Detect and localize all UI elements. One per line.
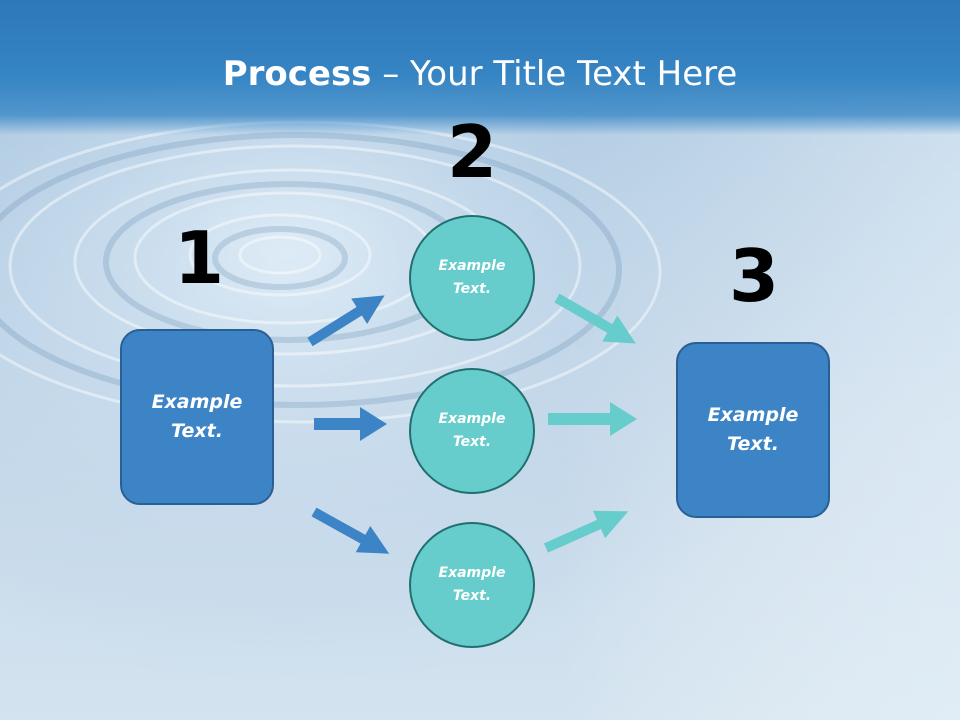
title-bold-part: Process <box>222 54 372 94</box>
step-number-3: 3 <box>728 234 780 318</box>
step-3-box: Example Text. <box>676 342 830 518</box>
arrow-to-top-circle <box>307 295 385 347</box>
step-2-circle-top: Example Text. <box>409 215 535 341</box>
title-rest-part: – Your Title Text Here <box>371 54 738 94</box>
arrow-from-middle-circle <box>548 402 637 436</box>
arrow-to-middle-circle <box>314 407 387 441</box>
step-2-circle-bottom: Example Text. <box>409 522 535 648</box>
arrow-from-top-circle <box>554 293 636 344</box>
arrow-from-bottom-circle <box>543 510 629 553</box>
arrow-to-bottom-circle <box>311 507 390 554</box>
step-number-2: 2 <box>446 110 498 194</box>
step-2-circle-middle: Example Text. <box>409 368 535 494</box>
step-1-box: Example Text. <box>120 329 274 505</box>
title-band <box>0 0 960 135</box>
step-number-1: 1 <box>173 216 225 300</box>
slide-title: Process – Your Title Text Here <box>0 52 960 96</box>
